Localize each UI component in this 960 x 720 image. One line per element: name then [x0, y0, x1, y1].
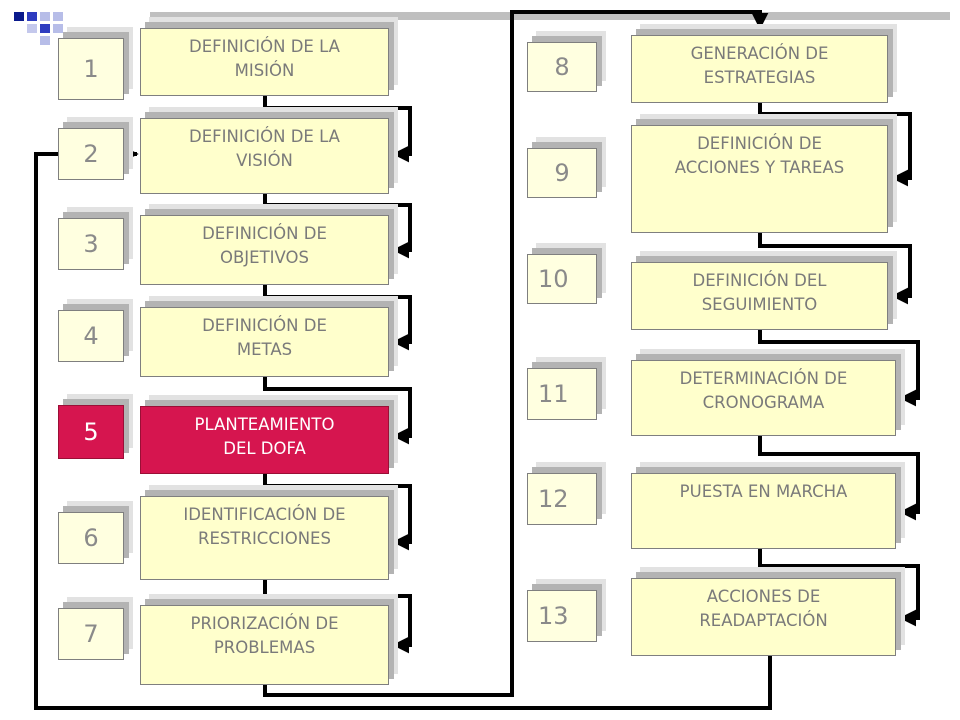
step-box-1: DEFINICIÓN DE LA MISIÓN: [140, 28, 389, 96]
connector-6-7: [263, 580, 412, 654]
step-box-3: DEFINICIÓN DE OBJETIVOS: [140, 215, 389, 285]
connector-7-8: [263, 10, 769, 697]
step-box-2: DEFINICIÓN DE LA VISIÓN: [140, 118, 389, 194]
connector-3-4: [263, 285, 412, 351]
step-number-10: 10: [527, 254, 597, 304]
step-number-13: 13: [527, 590, 597, 642]
step-box-5: PLANTEAMIENTO DEL DOFA: [140, 406, 389, 474]
step-number-6: 6: [58, 512, 124, 564]
step-box-7: PRIORIZACIÓN DE PROBLEMAS: [140, 605, 389, 685]
step-number-12: 12: [527, 473, 597, 525]
connector-4-5: [263, 377, 412, 445]
step-box-11: DETERMINACIÓN DE CRONOGRAMA: [631, 360, 896, 436]
step-number-7: 7: [58, 608, 124, 660]
connector-12-13: [758, 549, 920, 627]
step-number-5: 5: [58, 405, 124, 459]
step-number-2: 2: [58, 128, 124, 180]
connector-1-2: [263, 96, 412, 163]
connector-9-10: [758, 233, 912, 305]
step-box-6: IDENTIFICACIÓN DE RESTRICCIONES: [140, 496, 389, 580]
step-box-8: GENERACIÓN DE ESTRATEGIAS: [631, 35, 888, 103]
connector-8-9: [758, 103, 912, 187]
step-number-9: 9: [527, 148, 597, 198]
step-box-12: PUESTA EN MARCHA: [631, 473, 896, 549]
connector-2-3: [263, 194, 412, 259]
corner-squares: [14, 12, 63, 45]
step-box-9: DEFINICIÓN DE ACCIONES Y TAREAS: [631, 125, 888, 233]
step-box-10: DEFINICIÓN DEL SEGUIMIENTO: [631, 262, 888, 330]
step-number-8: 8: [527, 42, 597, 92]
connector-11-12: [758, 436, 920, 521]
corner-decoration: [0, 0, 80, 54]
step-number-3: 3: [58, 218, 124, 270]
step-number-1: 1: [58, 38, 124, 100]
connector-5-6: [263, 474, 412, 551]
step-box-13: ACCIONES DE READAPTACIÓN: [631, 578, 896, 656]
connector-10-11: [758, 330, 920, 407]
step-number-11: 11: [527, 368, 597, 420]
step-box-4: DEFINICIÓN DE METAS: [140, 307, 389, 377]
step-number-4: 4: [58, 310, 124, 362]
header-rule: [150, 12, 950, 20]
